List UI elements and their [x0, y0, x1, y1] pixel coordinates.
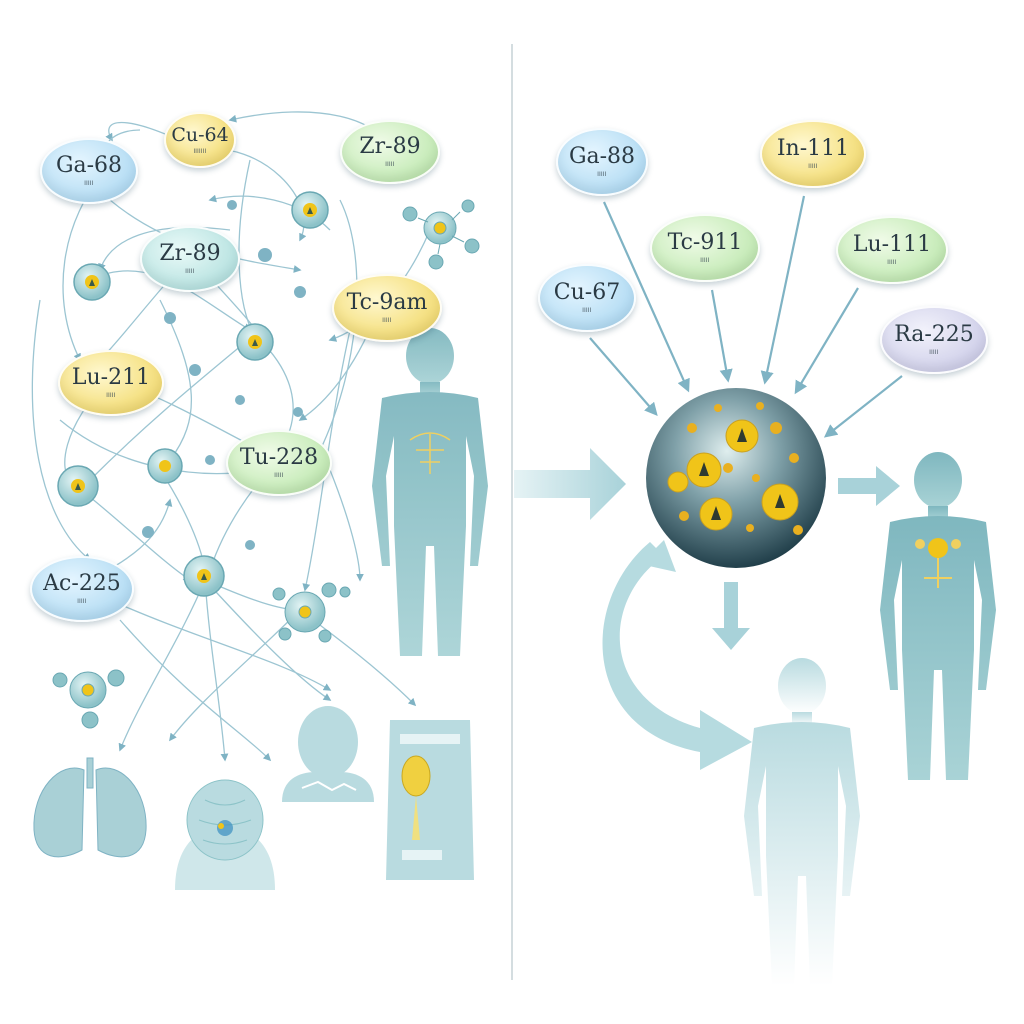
molecule-icon	[183, 555, 225, 597]
output-arrow	[838, 466, 900, 506]
isotope-name: Zr-89	[159, 241, 221, 266]
isotope-name: Cu-67	[553, 280, 621, 305]
isotope-sub: lllllll	[193, 148, 207, 155]
isotope-label-cu67: Cu-67 lllll	[538, 264, 636, 332]
isotope-name: Zr-89	[359, 134, 421, 159]
brain-icon	[175, 779, 275, 890]
isotope-name: Ga-88	[568, 144, 636, 169]
isotope-label-ga88: Ga-88 lllll	[556, 128, 648, 196]
isotope-name: Tc-911	[667, 230, 743, 255]
molecule-icon	[73, 263, 111, 301]
transition-arrow	[514, 448, 626, 520]
isotope-name: Ac-225	[43, 571, 121, 596]
isotope-sub: lllll	[929, 350, 939, 356]
isotope-sub: lllll	[887, 260, 897, 266]
isotope-label-zr89-top: Zr-89 lllll	[340, 120, 440, 184]
human-body-icon	[880, 452, 996, 780]
isotope-label-ga68-left: Ga-68 lllll	[40, 138, 138, 204]
cycle-arrow	[602, 540, 752, 770]
organ-scan-icon	[386, 720, 474, 880]
isotope-name: Lu-211	[71, 365, 151, 390]
organ-overlay	[409, 432, 451, 474]
molecule-icon	[272, 582, 351, 643]
molecule-icon	[52, 669, 125, 729]
isotope-label-cu64-left: Cu-64 lllllll	[164, 112, 236, 168]
isotope-sub: lllll	[106, 393, 116, 399]
isotope-sub: lllll	[385, 162, 395, 168]
isotope-sub: lllll	[84, 181, 94, 187]
targeting-arrows	[589, 195, 903, 438]
human-body-icon	[372, 328, 488, 656]
isotope-label-zr89-mid: Zr-89 lllll	[140, 226, 240, 292]
molecule-icon	[236, 323, 274, 361]
isotope-name: Lu-111	[852, 232, 932, 257]
molecule-icon	[291, 191, 329, 229]
isotope-label-lu111: Lu-111 lllll	[836, 216, 948, 284]
isotope-label-ra225: Ra-225 lllll	[880, 306, 988, 374]
isotope-label-tc911: Tc-911 lllll	[650, 214, 760, 282]
isotope-label-in111: In-111 lllll	[760, 120, 866, 188]
isotope-label-ac225: Ac-225 lllll	[30, 556, 134, 622]
isotope-sub: lllll	[274, 473, 284, 479]
isotope-sub: lllll	[582, 308, 592, 314]
molecule-icon	[402, 199, 480, 270]
down-arrow	[712, 582, 750, 650]
isotope-label-tc9am: Tc-9am lllll	[332, 274, 442, 342]
head-icon	[282, 706, 374, 802]
isotope-name: In-111	[776, 136, 850, 161]
organ-overlay	[915, 538, 961, 588]
isotope-sub: lllll	[185, 269, 195, 275]
isotope-sub: lllll	[700, 258, 710, 264]
isotope-sub: lllll	[808, 164, 818, 170]
isotope-name: Tu-228	[239, 445, 319, 470]
isotope-sub: lllll	[77, 599, 87, 605]
isotope-name: Cu-64	[171, 123, 229, 146]
isotope-sub: lllll	[382, 318, 392, 324]
isotope-name: Ga-68	[55, 153, 123, 178]
isotope-sub: lllll	[597, 172, 607, 178]
molecule-icon	[57, 465, 99, 507]
isotope-label-lu211: Lu-211 lllll	[58, 350, 164, 416]
radiopharmaceutical-sphere	[646, 388, 826, 568]
isotope-name: Ra-225	[894, 322, 974, 347]
network-nodes	[142, 200, 306, 550]
isotope-label-tu228: Tu-228 lllll	[226, 430, 332, 496]
lungs-icon	[33, 757, 147, 858]
isotope-name: Tc-9am	[346, 290, 428, 315]
human-body-icon	[744, 658, 860, 986]
molecule-icon	[147, 448, 183, 484]
